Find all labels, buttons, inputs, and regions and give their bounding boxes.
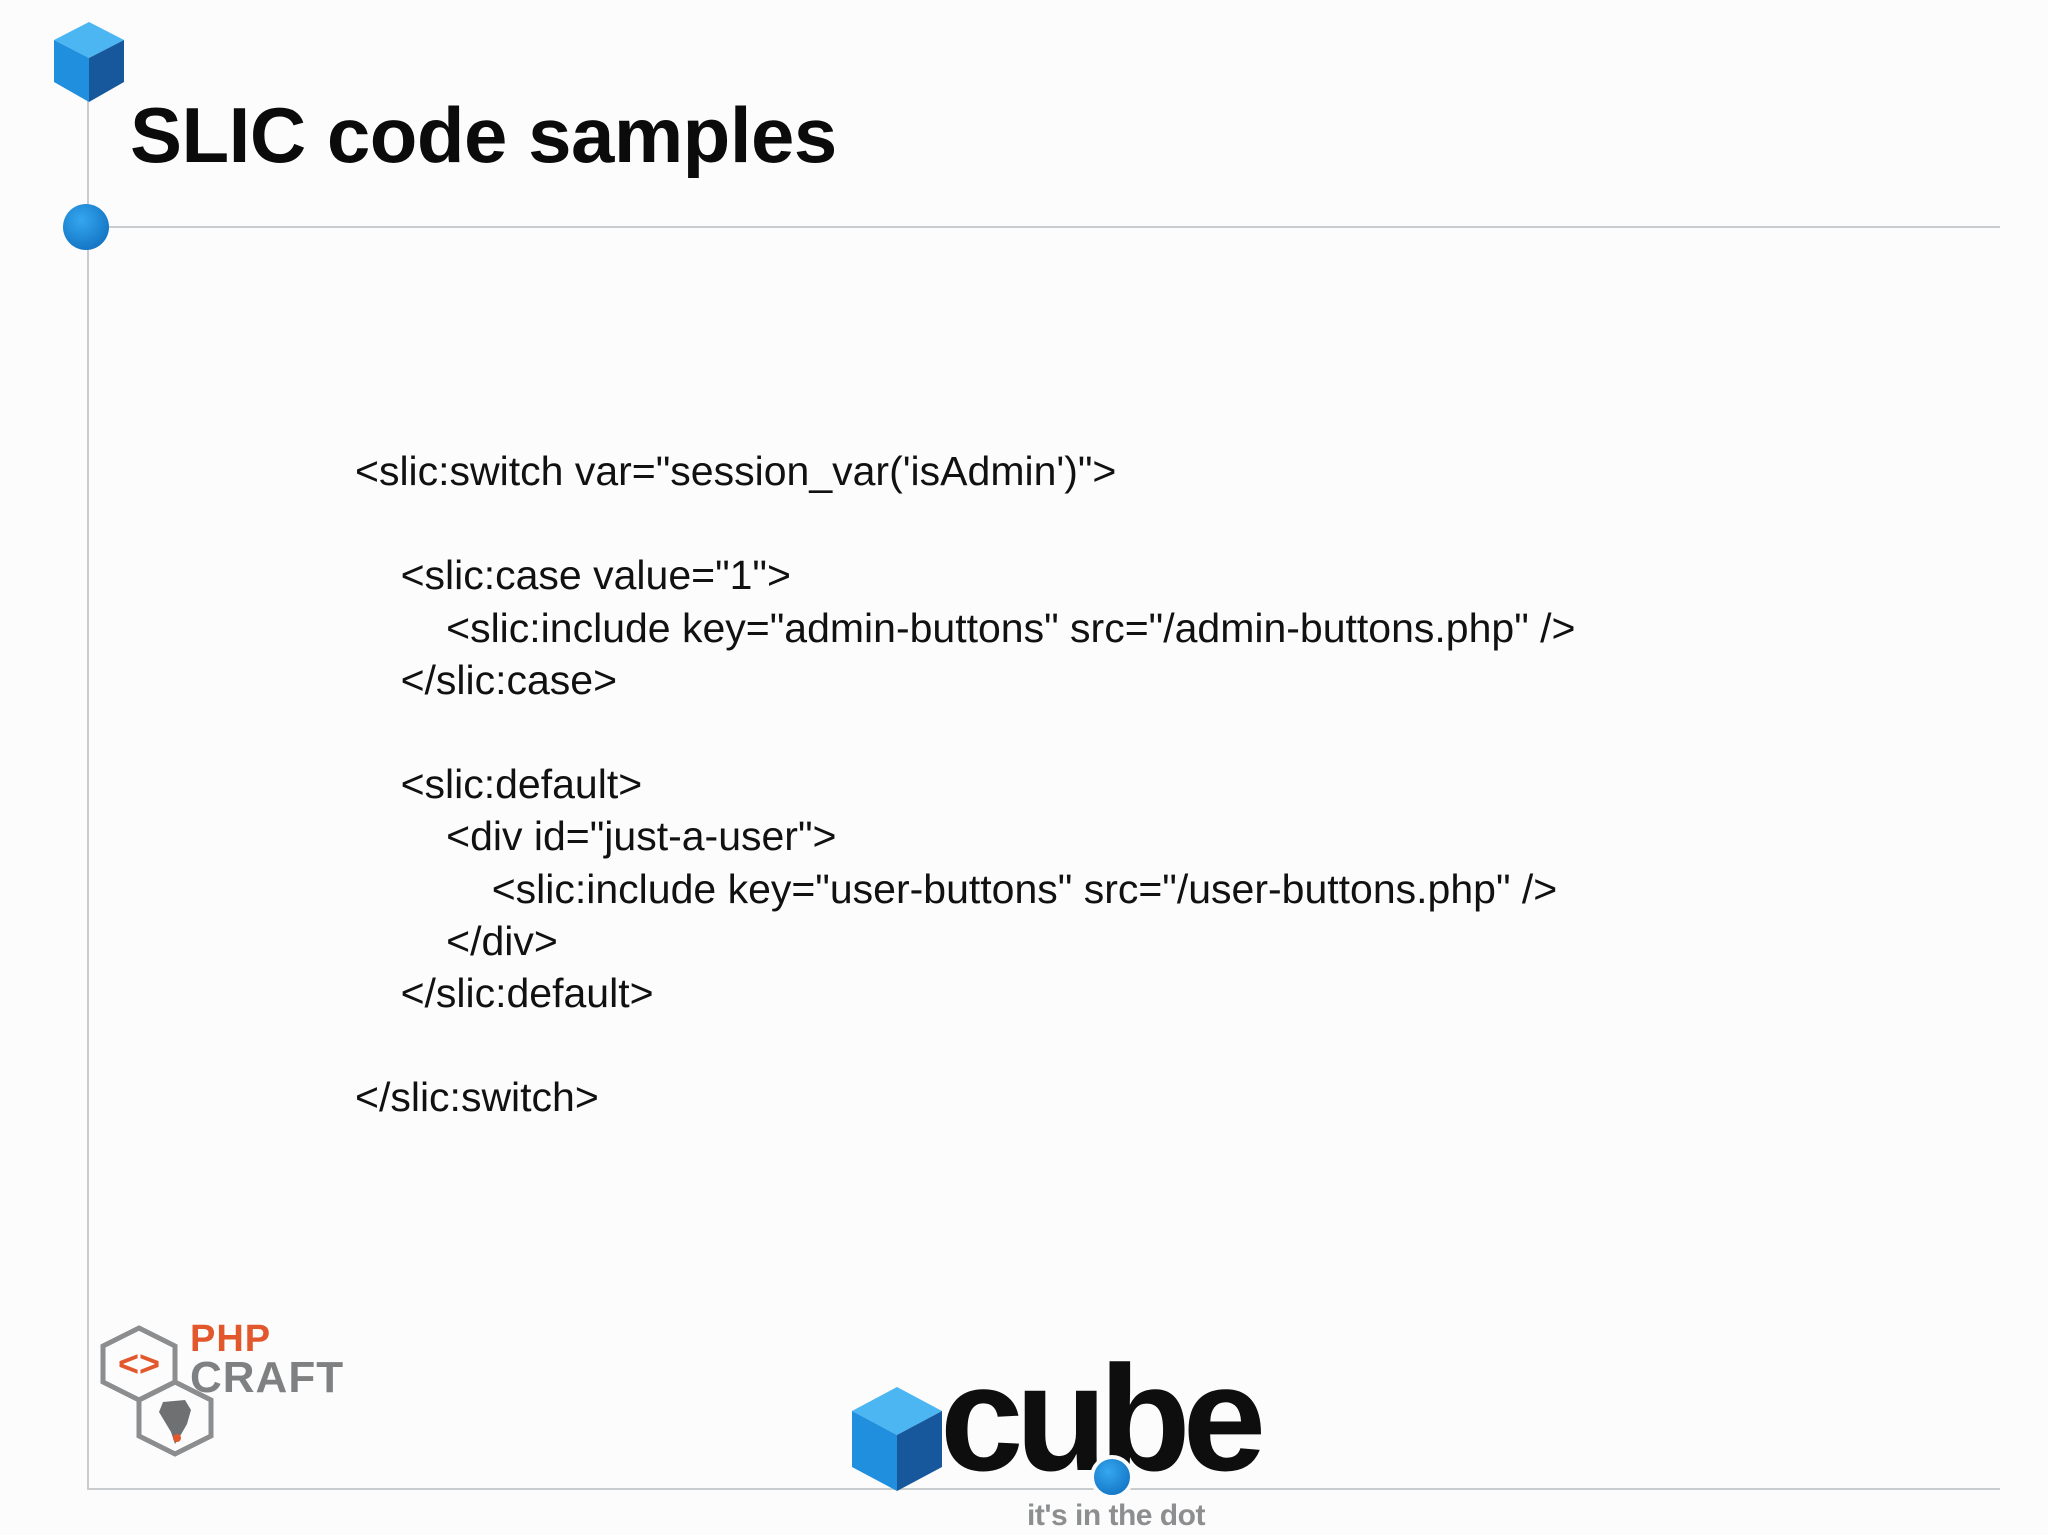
code-line xyxy=(355,497,1755,549)
code-line: <slic:switch var="session_var('isAdmin')… xyxy=(355,448,1117,494)
php-craft-logo: <> PHP CRAFT xyxy=(95,1318,343,1486)
code-line: </slic:default> xyxy=(355,969,654,1016)
slide-title: SLIC code samples xyxy=(130,91,837,179)
code-line: <slic:default> xyxy=(355,761,643,808)
africa-icon xyxy=(159,1400,191,1444)
php-logo-text: PHP xyxy=(190,1318,272,1360)
code-line: </slic:switch> xyxy=(355,1074,599,1121)
cube-tagline: it's in the dot xyxy=(1027,1499,1205,1532)
code-line xyxy=(355,706,1755,758)
craft-logo-text: CRAFT xyxy=(190,1353,345,1402)
cube-logo: cube it's in the dot xyxy=(850,1343,1310,1535)
code-line: <slic:include key="user-buttons" src="/u… xyxy=(355,865,1558,912)
cube-dot-icon xyxy=(1090,1455,1134,1499)
code-sample: <slic:switch var="session_var('isAdmin')… xyxy=(355,445,1755,1123)
code-line: </div> xyxy=(355,917,558,964)
footer-divider xyxy=(87,1488,2000,1490)
dot-marker-icon xyxy=(63,204,109,250)
left-vertical-rule xyxy=(87,95,89,1490)
code-line: <slic:include key="admin-buttons" src="/… xyxy=(355,604,1576,651)
title-divider xyxy=(87,226,2000,228)
code-line: <div id="just-a-user"> xyxy=(355,813,837,860)
code-line: </slic:case> xyxy=(355,656,618,703)
code-brackets-icon: <> xyxy=(118,1343,160,1384)
code-line xyxy=(355,1019,1755,1071)
code-line: <slic:case value="1"> xyxy=(355,552,791,599)
cube-icon xyxy=(54,22,124,102)
